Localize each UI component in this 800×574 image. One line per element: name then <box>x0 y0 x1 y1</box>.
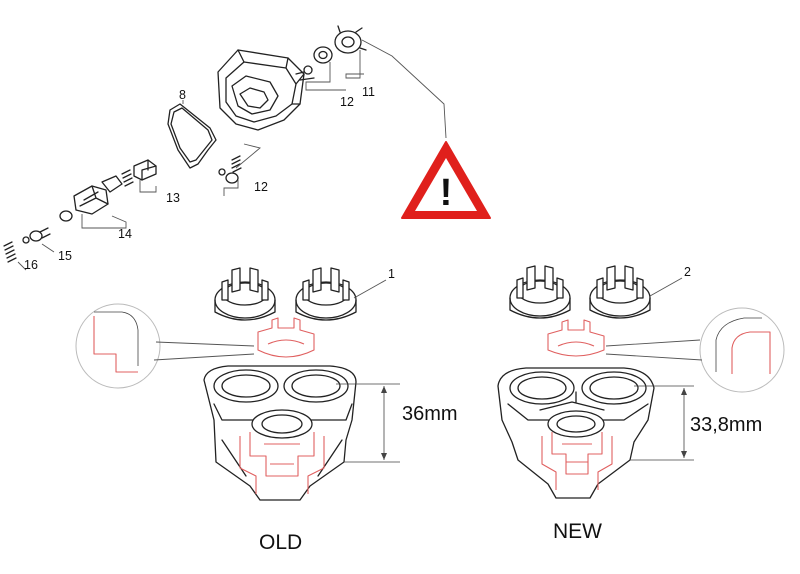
dimension-value-new: 33,8mm <box>690 414 762 436</box>
spring-part-16 <box>3 241 17 263</box>
warning-triangle-icon: ! <box>401 141 491 219</box>
exploded-view: 8 11 12 12 13 14 15 16 <box>3 25 447 272</box>
part-number-16: 16 <box>24 258 38 272</box>
detail-magnifier-old <box>75 303 255 389</box>
part-number-2: 2 <box>684 265 691 279</box>
valve-crown-right-old <box>295 267 357 321</box>
leader-line-part-1 <box>353 279 387 299</box>
fitting-part-14 <box>59 175 123 222</box>
valve-crown-highlight-old <box>257 317 315 358</box>
seal-part-11 <box>334 25 367 54</box>
part-number-12-upper: 12 <box>340 95 354 109</box>
old-variant-diagram: 1 36mm OLD <box>75 267 458 554</box>
pump-block-old <box>203 365 357 501</box>
valve-crown-highlight-new <box>547 319 605 357</box>
valve-part-12-lower <box>218 155 242 184</box>
part-number-12-lower: 12 <box>254 180 268 194</box>
caption-new: NEW <box>553 520 602 543</box>
leader-line-part-2 <box>649 277 683 297</box>
part-number-8: 8 <box>179 88 186 102</box>
valve-part-13 <box>121 159 157 187</box>
part-number-11: 11 <box>362 85 375 99</box>
detail-magnifier-new <box>605 307 785 393</box>
caption-old: OLD <box>259 531 302 554</box>
valve-crown-left-old <box>214 267 276 321</box>
part-number-1: 1 <box>388 267 395 281</box>
new-variant-diagram: 2 33,8mm NEW <box>497 265 785 543</box>
seal-part-12-upper <box>313 46 333 64</box>
dimension-line-old <box>336 383 400 463</box>
leader-lines-top <box>17 39 447 271</box>
part-15 <box>22 227 51 244</box>
pump-head-housing <box>217 49 315 131</box>
pump-block-new <box>497 367 655 499</box>
valve-crown-left-new <box>509 265 571 319</box>
dimension-line-new <box>630 385 694 461</box>
dimension-value-old: 36mm <box>402 403 458 425</box>
part-number-15: 15 <box>58 249 72 263</box>
part-number-13: 13 <box>166 191 180 205</box>
warning-exclamation: ! <box>440 172 453 214</box>
o-ring-part-8 <box>167 103 217 169</box>
part-number-14: 14 <box>118 227 132 241</box>
valve-crown-right-new <box>589 265 651 319</box>
